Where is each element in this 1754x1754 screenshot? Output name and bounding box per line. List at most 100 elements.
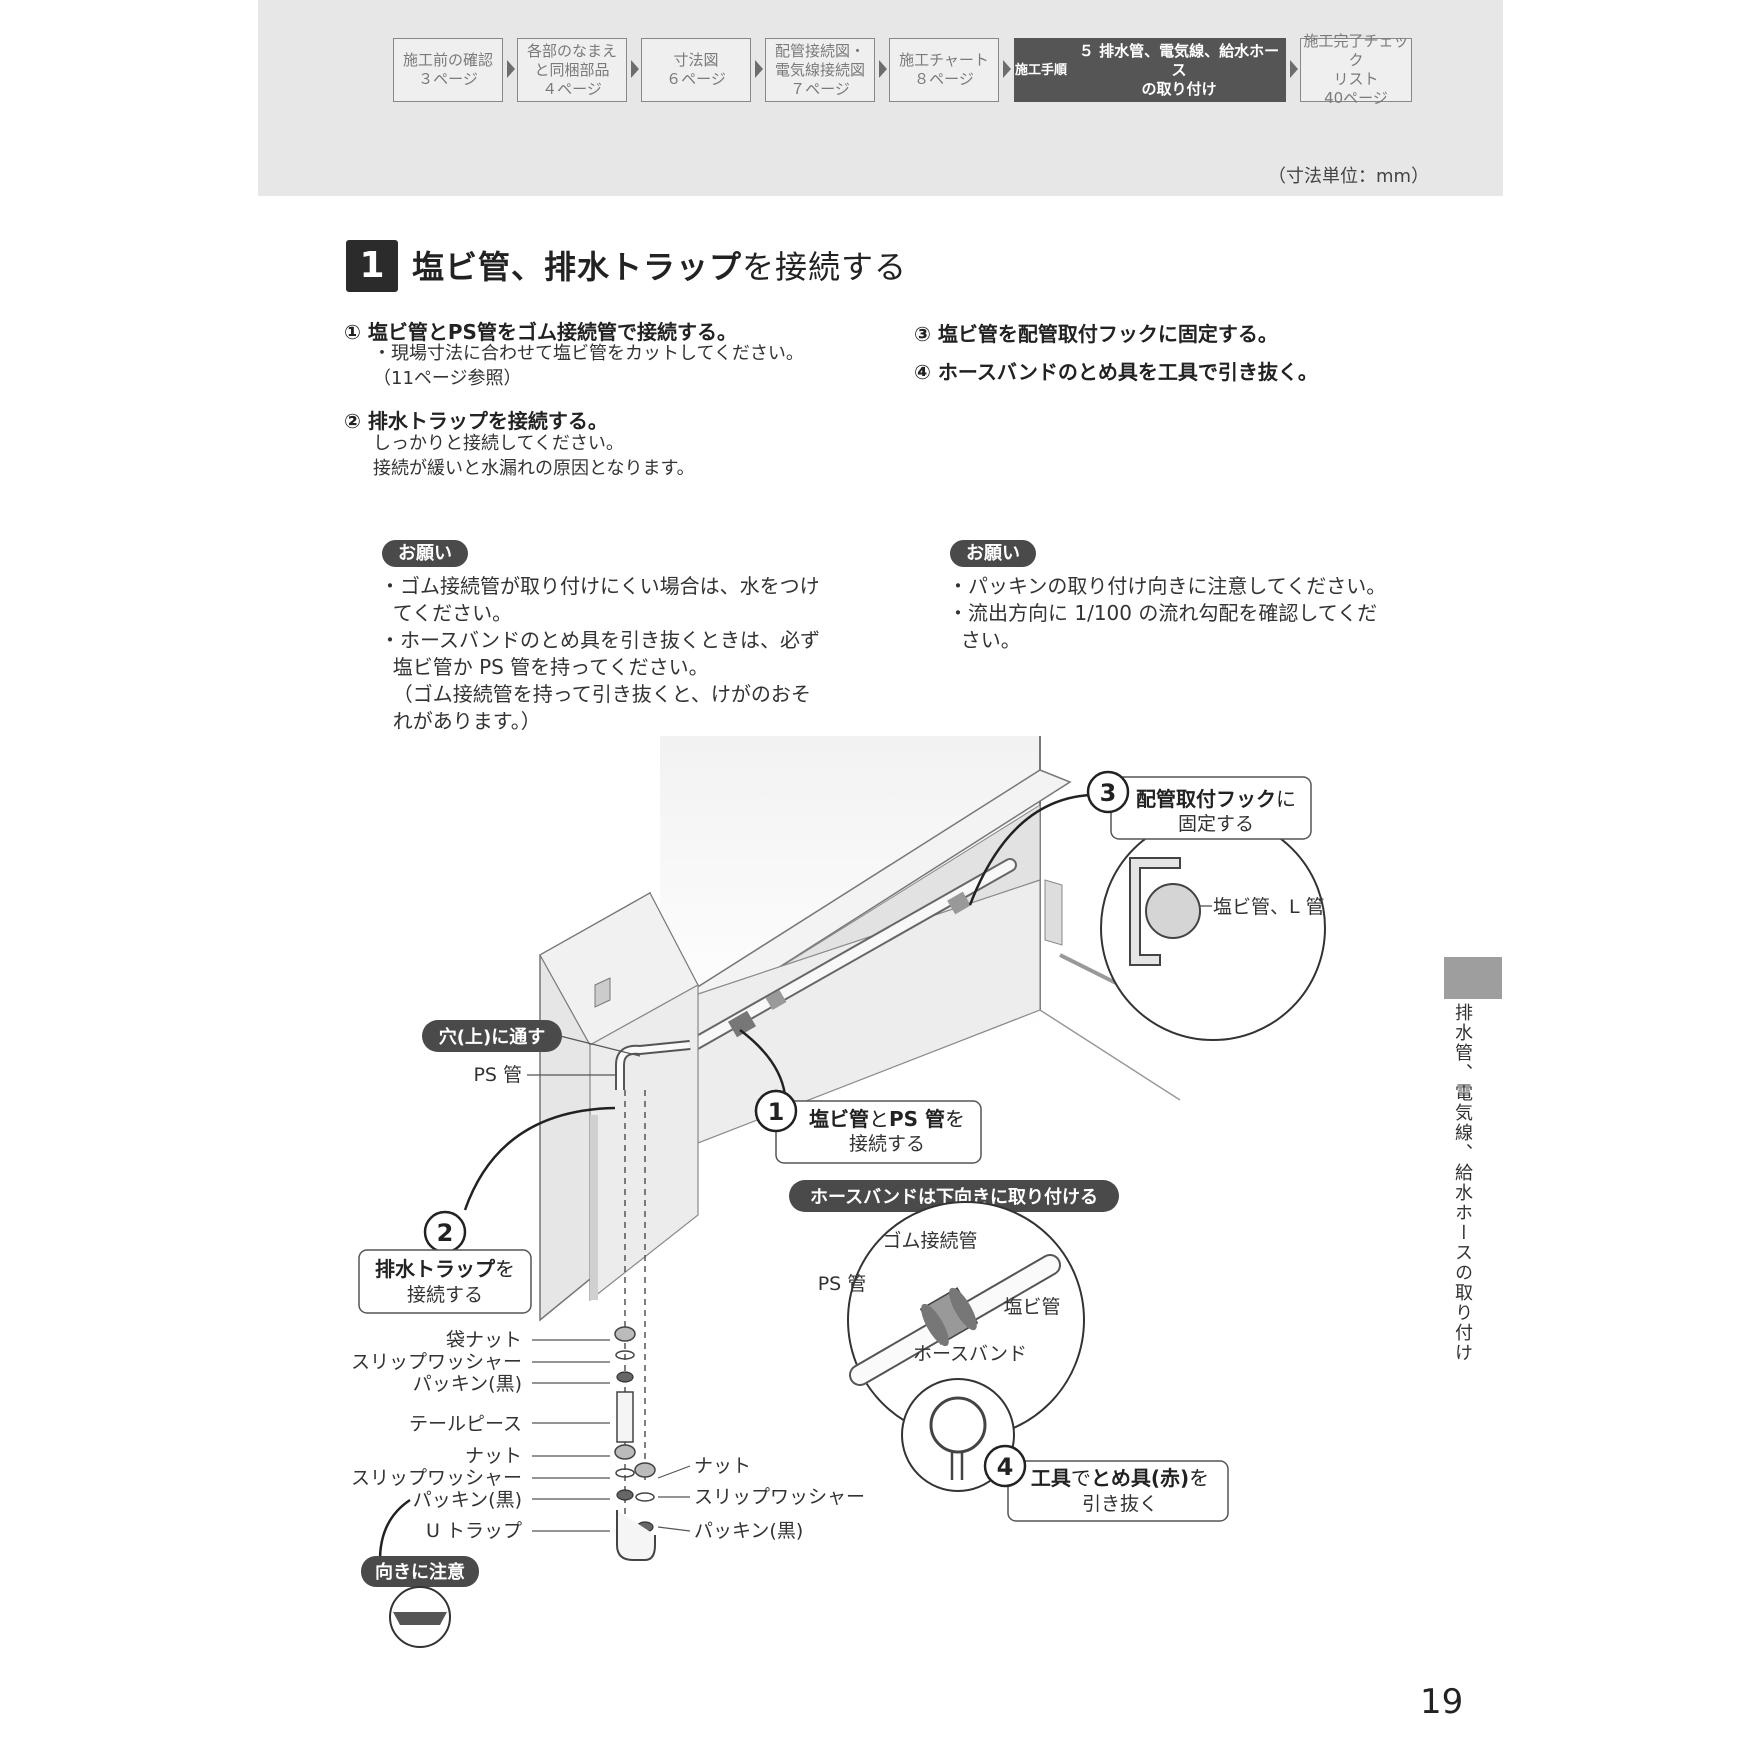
caution-leader bbox=[378, 1498, 411, 1561]
instruction-3: ③ 塩ビ管を配管取付フックに固定する。 bbox=[914, 322, 1278, 346]
request-list-right: ・パッキンの取り付け向きに注意してください。 ・流出方向に 1/100 の流れ勾… bbox=[948, 573, 1386, 654]
step-nav-dimensions[interactable]: 寸法図 ６ページ bbox=[641, 38, 751, 102]
callout-1-leader bbox=[739, 1029, 787, 1096]
part-label-slip-washer-right: スリップワッシャー bbox=[694, 1486, 865, 1508]
callout-2-line2: 接続する bbox=[407, 1284, 483, 1306]
label-caution: 向きに注意 bbox=[375, 1561, 465, 1583]
caution-badge bbox=[361, 1556, 479, 1587]
u-trap-part bbox=[616, 1510, 656, 1561]
section-number: 1 bbox=[346, 240, 398, 292]
chapter-tab-marker bbox=[1444, 957, 1502, 999]
vanity-edge bbox=[590, 1115, 598, 1300]
instruction-4: ④ ホースバンドのとめ具を工具で引き抜く。 bbox=[914, 360, 1318, 384]
hook-profile bbox=[1129, 857, 1181, 966]
hose-band-ring bbox=[929, 1396, 987, 1454]
callout-1-line1: 塩ビ管とPS 管を bbox=[809, 1107, 965, 1131]
callout-2-leader bbox=[463, 1106, 616, 1211]
step-nav-piping[interactable]: 配管接続図・ 電気線接続図 ７ページ bbox=[765, 38, 875, 102]
detail-label-rubber: ゴム接続管 bbox=[882, 1230, 977, 1252]
detail-label-hoseband: ホースバンド bbox=[913, 1343, 1027, 1365]
instruction-1: ① 塩ビ管とPS管をゴム接続管で接続する。 bbox=[344, 320, 737, 344]
label-ps-pipe: PS 管 bbox=[473, 1064, 522, 1086]
hook-detail-label: 塩ビ管、L 管 bbox=[1213, 896, 1325, 918]
pipe-hook bbox=[947, 891, 971, 915]
request-line: （ゴム接続管を持って引き抜くと、けがのおそ bbox=[380, 682, 811, 706]
chevron-right-icon bbox=[507, 60, 515, 78]
callout-1-line2: 接続する bbox=[849, 1133, 925, 1155]
clip-tab bbox=[950, 1452, 964, 1480]
callout-3-leader bbox=[968, 793, 1091, 906]
chevron-right-icon bbox=[1003, 60, 1011, 78]
detail-label-pvc: 塩ビ管 bbox=[1003, 1296, 1060, 1318]
detail-hose-band bbox=[921, 1303, 949, 1347]
instruction-1-ref: （11ページ参照） bbox=[373, 368, 522, 389]
label-hole: 穴(上)に通す bbox=[439, 1026, 545, 1048]
hoseband-banner-text: ホースバンドは下向きに取り付ける bbox=[810, 1186, 1098, 1208]
leader-line bbox=[559, 1035, 641, 1057]
step-nav-chart[interactable]: 施工チャート ８ページ bbox=[889, 38, 999, 102]
callout-4-circle bbox=[983, 1444, 1027, 1488]
rubber-joint bbox=[727, 1010, 757, 1038]
pipe-hook bbox=[765, 989, 787, 1011]
part-leaders bbox=[527, 1074, 691, 1532]
callout-2-box bbox=[358, 1249, 532, 1314]
unit-note: （寸法単位：mm） bbox=[1268, 166, 1430, 187]
page-number: 19 bbox=[1420, 1682, 1464, 1722]
part-label-packing-right: パッキン(黒) bbox=[694, 1520, 803, 1542]
tail-piece-part bbox=[616, 1391, 634, 1443]
callout-3-line1: 配管取付フックに bbox=[1136, 787, 1296, 811]
instruction-2-note: しっかりと接続してください。 bbox=[373, 433, 624, 454]
request-badge-left: お願い bbox=[382, 540, 468, 567]
step-nav-current[interactable]: 施工手順 ５ 排水管、電気線、給水ホース の取り付け bbox=[1014, 38, 1286, 102]
faucet-mount bbox=[594, 977, 611, 1008]
step-nav-confirm[interactable]: 施工前の確認 ３ページ bbox=[393, 38, 503, 102]
part-label-nut: ナット bbox=[465, 1445, 522, 1467]
packing-part bbox=[616, 1371, 634, 1383]
callout-4-box bbox=[1007, 1460, 1229, 1522]
callout-4-line1: 工具でとめ具(赤)を bbox=[1031, 1466, 1209, 1490]
section-title: 塩ビ管、排水トラップを接続する bbox=[412, 242, 907, 288]
slip-washer-part bbox=[635, 1492, 655, 1502]
slip-washer-part bbox=[615, 1468, 635, 1478]
request-list-left: ・ゴム接続管が取り付けにくい場合は、水をつけ てください。 ・ホースバンドのとめ… bbox=[380, 573, 820, 735]
floor-edge bbox=[1039, 1009, 1181, 1101]
callout-3-circle bbox=[1086, 770, 1130, 814]
part-label-bag-nut: 袋ナット bbox=[446, 1329, 522, 1351]
section-title-bold: 塩ビ管、排水トラップ bbox=[412, 248, 743, 286]
callout-3-number: 3 bbox=[1100, 779, 1117, 807]
label-hole-badge bbox=[422, 1020, 562, 1052]
request-line: 塩ビ管か PS 管を持ってください。 bbox=[380, 655, 709, 679]
request-line: ・流出方向に 1/100 の流れ勾配を確認してくだ bbox=[948, 601, 1378, 625]
bag-nut-part bbox=[614, 1326, 636, 1342]
step-nav-parts[interactable]: 各部のなまえ と同梱部品 ４ページ bbox=[517, 38, 627, 102]
instruction-2-warning: 接続が緩いと水漏れの原因となります。 bbox=[373, 458, 695, 479]
detail-hose-band bbox=[949, 1287, 977, 1331]
slip-washer-part bbox=[615, 1350, 635, 1360]
step-current-label: ５ 排水管、電気線、給水ホース の取り付け bbox=[1078, 41, 1280, 98]
callout-3-line2: 固定する bbox=[1178, 813, 1254, 835]
chapter-tab-label: 排水管、電気線、給水ホースの取り付け bbox=[1452, 1003, 1473, 1363]
chevron-right-icon bbox=[631, 60, 639, 78]
chevron-right-icon bbox=[1290, 60, 1298, 78]
hook-pipe-section bbox=[1145, 883, 1201, 939]
request-badge-right: お願い bbox=[950, 540, 1036, 567]
part-label-u-trap: U トラップ bbox=[426, 1520, 522, 1542]
request-line: れがあります。） bbox=[380, 709, 541, 733]
packing-part bbox=[616, 1489, 634, 1501]
callout-2-number: 2 bbox=[437, 1219, 454, 1247]
part-label-slip-washer: スリップワッシャー bbox=[351, 1351, 522, 1373]
part-label-nut-right: ナット bbox=[694, 1455, 751, 1477]
request-line: ・ホースバンドのとめ具を引き抜くときは、必ず bbox=[380, 628, 820, 652]
request-line: てください。 bbox=[380, 601, 513, 625]
chevron-right-icon bbox=[755, 60, 763, 78]
callout-4-line2: 引き抜く bbox=[1082, 1493, 1158, 1515]
callout-4-number: 4 bbox=[997, 1453, 1014, 1481]
callout-1-circle bbox=[754, 1089, 798, 1133]
step-tag: 施工手順 bbox=[1015, 62, 1068, 78]
part-label-packing: パッキン(黒) bbox=[413, 1489, 522, 1511]
hoseband-banner bbox=[789, 1180, 1119, 1212]
packing-shape bbox=[393, 1612, 447, 1625]
request-line: ・ゴム接続管が取り付けにくい場合は、水をつけ bbox=[380, 574, 820, 598]
callout-2-line1: 排水トラップを bbox=[375, 1257, 515, 1281]
